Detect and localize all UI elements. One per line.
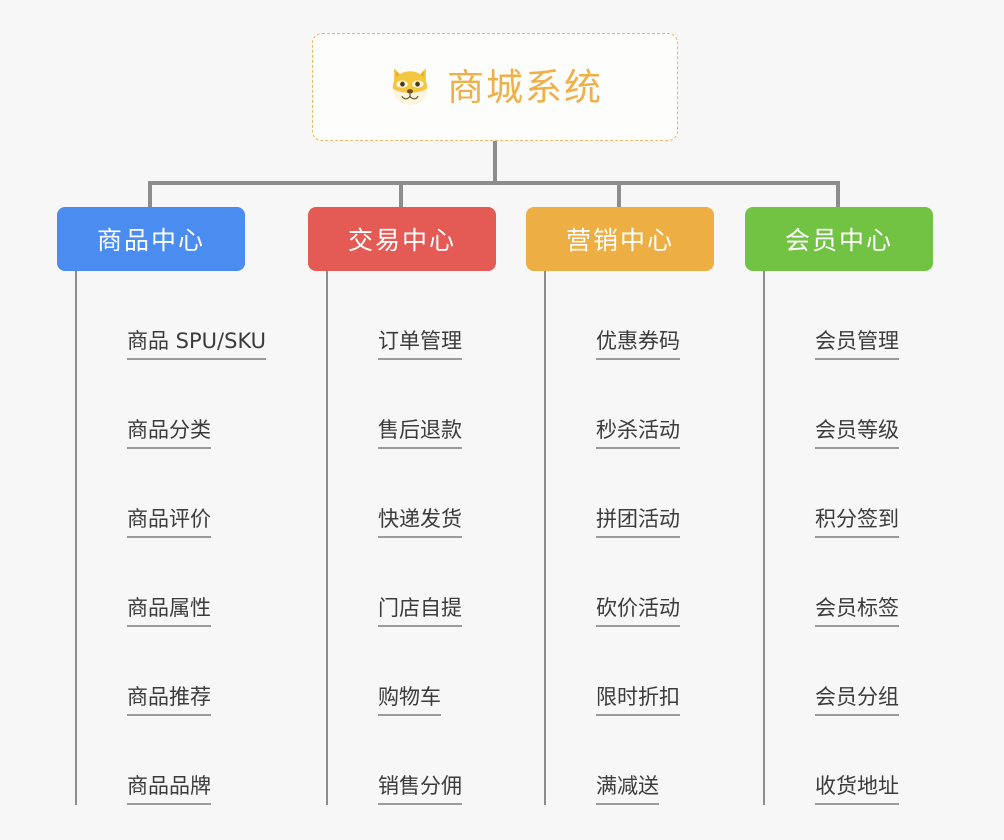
leaf-label: 商品属性 xyxy=(127,596,211,627)
category-label-2: 交易中心 xyxy=(347,226,456,255)
leaf-label: 会员标签 xyxy=(815,596,899,627)
branch-spine-1 xyxy=(75,271,77,805)
leaf-item[interactable]: 购物车 xyxy=(348,627,496,716)
root-title: 商城系统 xyxy=(447,65,603,109)
branch-column-2: 交易中心 订单管理 售后退款 快递发货 门店自提 购物车 销售分佣 xyxy=(308,207,496,805)
leaf-label: 会员等级 xyxy=(815,418,899,449)
leaf-item[interactable]: 门店自提 xyxy=(348,538,496,627)
leaf-label: 商品评价 xyxy=(127,507,211,538)
branch-column-4: 会员中心 会员管理 会员等级 积分签到 会员标签 会员分组 收货地址 xyxy=(745,207,933,805)
leaf-item[interactable]: 限时折扣 xyxy=(566,627,714,716)
leaf-list-1: 商品 SPU/SKU 商品分类 商品评价 商品属性 商品推荐 商品品牌 xyxy=(57,271,267,805)
leaf-label: 购物车 xyxy=(378,685,441,716)
leaf-label: 收货地址 xyxy=(815,774,899,805)
leaf-label: 拼团活动 xyxy=(596,507,680,538)
branch-spine-4 xyxy=(763,271,765,805)
category-label-3: 营销中心 xyxy=(565,226,674,255)
leaf-item[interactable]: 商品品牌 xyxy=(97,716,245,805)
leaf-item[interactable]: 会员管理 xyxy=(785,271,933,360)
leaf-item[interactable]: 商品评价 xyxy=(97,449,245,538)
leaf-label: 商品 SPU/SKU xyxy=(127,329,267,360)
category-label-1: 商品中心 xyxy=(96,226,205,255)
category-label-4: 会员中心 xyxy=(784,226,893,255)
root-node[interactable]: 商城系统 xyxy=(312,33,678,141)
leaf-label: 订单管理 xyxy=(378,329,462,360)
leaf-label: 会员管理 xyxy=(815,329,899,360)
leaf-label: 优惠券码 xyxy=(596,329,680,360)
leaf-item[interactable]: 会员标签 xyxy=(785,538,933,627)
connector-drop-4 xyxy=(836,181,840,207)
branch-column-1: 商品中心 商品 SPU/SKU 商品分类 商品评价 商品属性 商品推荐 商品品牌 xyxy=(57,207,267,805)
branch-column-3: 营销中心 优惠券码 秒杀活动 拼团活动 砍价活动 限时折扣 满减送 xyxy=(526,207,714,805)
leaf-label: 秒杀活动 xyxy=(596,418,680,449)
leaf-label: 快递发货 xyxy=(378,507,462,538)
connector-drop-2 xyxy=(399,181,403,207)
connector-horizontal-bus xyxy=(148,181,840,185)
leaf-item[interactable]: 拼团活动 xyxy=(566,449,714,538)
branch-spine-2 xyxy=(326,271,328,805)
leaf-label: 商品分类 xyxy=(127,418,211,449)
leaf-label: 门店自提 xyxy=(378,596,462,627)
leaf-label: 限时折扣 xyxy=(596,685,680,716)
category-header-2[interactable]: 交易中心 xyxy=(308,207,496,271)
connector-drop-3 xyxy=(617,181,621,207)
leaf-item[interactable]: 售后退款 xyxy=(348,360,496,449)
leaf-item[interactable]: 订单管理 xyxy=(348,271,496,360)
leaf-item[interactable]: 会员等级 xyxy=(785,360,933,449)
leaf-label: 满减送 xyxy=(596,774,659,805)
leaf-list-2: 订单管理 售后退款 快递发货 门店自提 购物车 销售分佣 xyxy=(308,271,496,805)
category-header-1[interactable]: 商品中心 xyxy=(57,207,245,271)
connector-root-stem xyxy=(493,141,497,183)
connector-drop-1 xyxy=(148,181,152,207)
leaf-label: 砍价活动 xyxy=(596,596,680,627)
leaf-item[interactable]: 商品分类 xyxy=(97,360,245,449)
leaf-item[interactable]: 砍价活动 xyxy=(566,538,714,627)
leaf-item[interactable]: 销售分佣 xyxy=(348,716,496,805)
leaf-list-4: 会员管理 会员等级 积分签到 会员标签 会员分组 收货地址 xyxy=(745,271,933,805)
leaf-label: 商品推荐 xyxy=(127,685,211,716)
leaf-item[interactable]: 商品推荐 xyxy=(97,627,245,716)
branch-spine-3 xyxy=(544,271,546,805)
leaf-label: 销售分佣 xyxy=(378,774,462,805)
leaf-label: 商品品牌 xyxy=(127,774,211,805)
leaf-item[interactable]: 快递发货 xyxy=(348,449,496,538)
leaf-item[interactable]: 优惠券码 xyxy=(566,271,714,360)
category-header-3[interactable]: 营销中心 xyxy=(526,207,714,271)
leaf-label: 会员分组 xyxy=(815,685,899,716)
leaf-item[interactable]: 商品 SPU/SKU xyxy=(97,271,267,360)
leaf-item[interactable]: 商品属性 xyxy=(97,538,245,627)
shiba-dog-face-icon xyxy=(392,68,428,105)
leaf-item[interactable]: 会员分组 xyxy=(785,627,933,716)
leaf-item[interactable]: 满减送 xyxy=(566,716,714,805)
leaf-item[interactable]: 收货地址 xyxy=(785,716,933,805)
leaf-label: 积分签到 xyxy=(815,507,899,538)
leaf-item[interactable]: 秒杀活动 xyxy=(566,360,714,449)
category-header-4[interactable]: 会员中心 xyxy=(745,207,933,271)
leaf-label: 售后退款 xyxy=(378,418,462,449)
leaf-item[interactable]: 积分签到 xyxy=(785,449,933,538)
leaf-list-3: 优惠券码 秒杀活动 拼团活动 砍价活动 限时折扣 满减送 xyxy=(526,271,714,805)
